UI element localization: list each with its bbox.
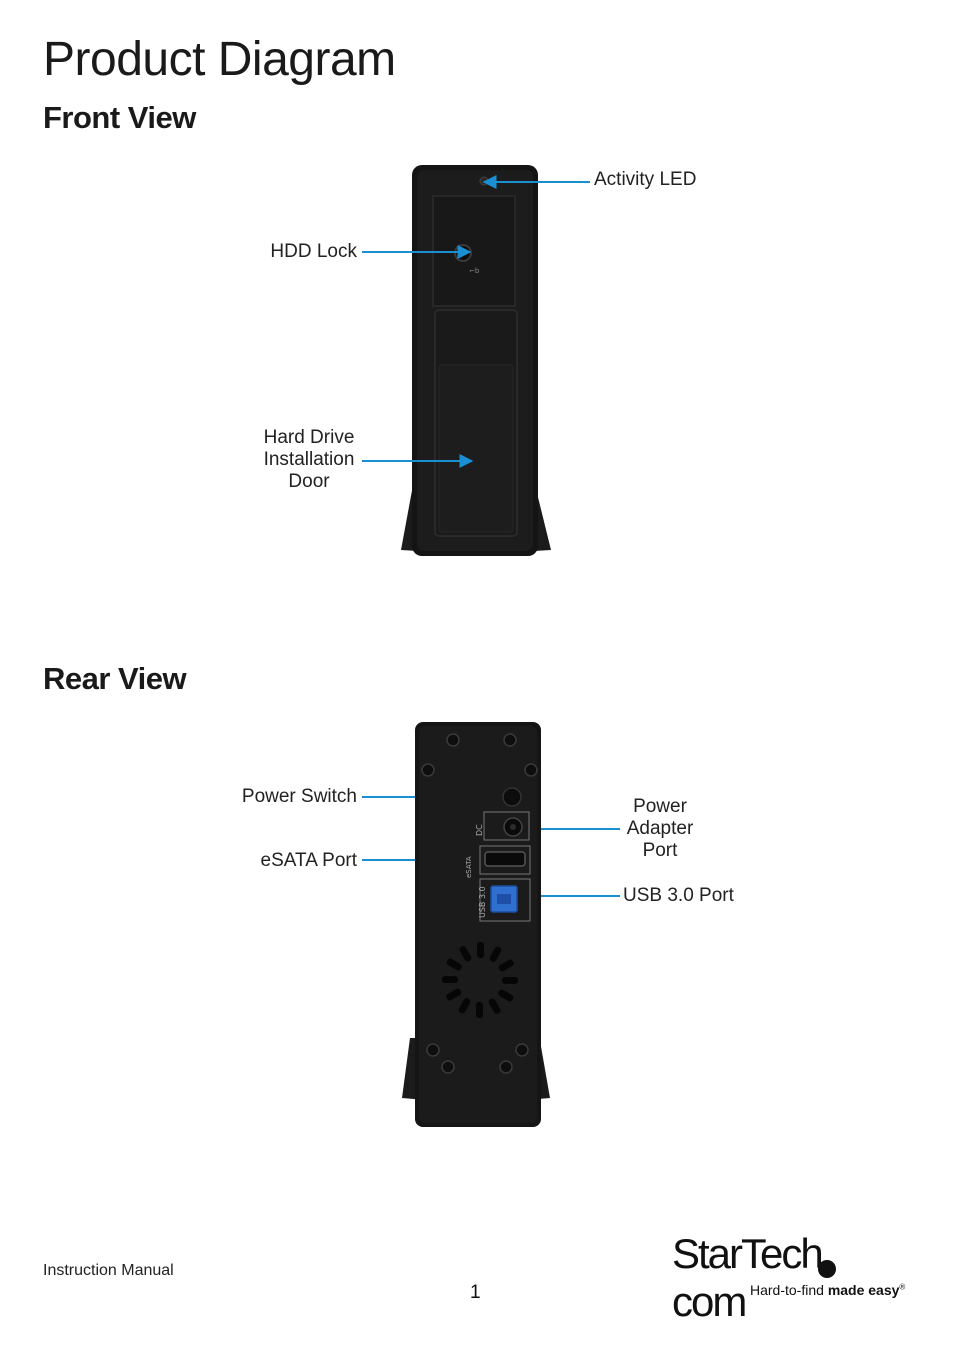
svg-text:⌐b: ⌐b — [469, 267, 480, 275]
esata-marking: eSATA — [465, 856, 473, 878]
front-view-heading: Front View — [43, 100, 196, 135]
logo-brand: StarTech — [672, 1230, 824, 1277]
usb-marking: USB 3.0 — [478, 886, 487, 918]
usb-port-label: USB 3.0 Port — [623, 885, 734, 906]
page-number: 1 — [470, 1282, 481, 1303]
rear-view-device-image: DC eSATA USB 3.0 — [402, 722, 550, 1127]
door-label: Hard Drive Installation Door — [263, 427, 355, 492]
startech-logo: StarTechcom Hard-to-find made easy® — [672, 1230, 912, 1325]
dc-marking: DC — [475, 824, 484, 836]
footer-manual-label: Instruction Manual — [43, 1262, 174, 1279]
page-title: Product Diagram — [43, 33, 396, 86]
fan-grill — [442, 942, 518, 1018]
logo-tagline: Hard-to-find made easy® — [750, 1282, 906, 1298]
logo-dot-icon — [818, 1260, 836, 1278]
rear-view-heading: Rear View — [43, 661, 187, 696]
activity-led-icon — [479, 176, 489, 186]
power-switch-icon — [502, 787, 522, 807]
front-view-device-image: ⌐b — [401, 165, 551, 556]
power-switch-label: Power Switch — [241, 786, 357, 807]
power-adapter-port-label: Power Adapter Port — [626, 796, 694, 861]
logo-domain: com — [672, 1278, 747, 1325]
hdd-lock-label: HDD Lock — [270, 241, 357, 262]
esata-port-label: eSATA Port — [260, 850, 357, 871]
esata-port-icon — [484, 851, 526, 867]
activity-led-label: Activity LED — [594, 169, 697, 190]
